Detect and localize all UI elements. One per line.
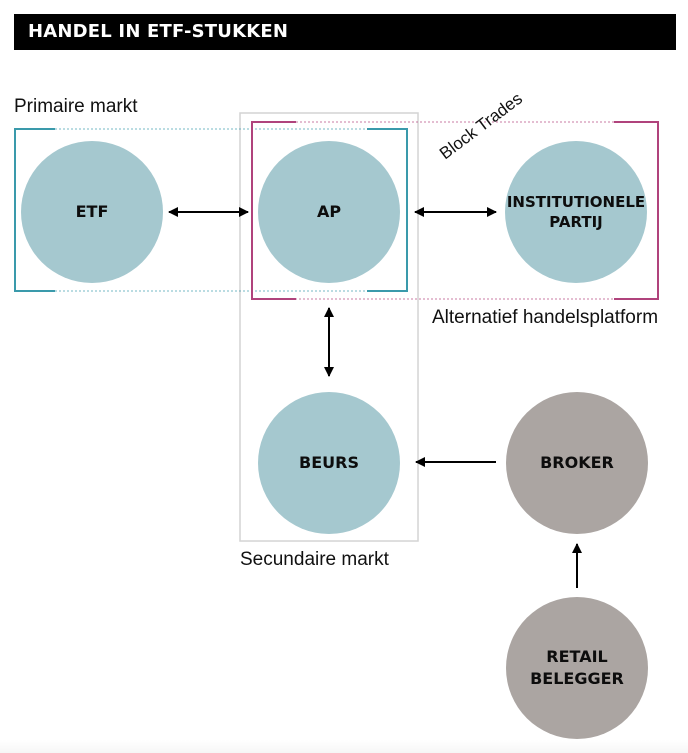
node-institutional-party: INSTITUTIONELE PARTIJ bbox=[505, 141, 647, 283]
alternative-platform-region bbox=[251, 121, 659, 300]
secondary-market-region bbox=[239, 112, 419, 542]
diagram-title: HANDEL IN ETF-STUKKEN bbox=[14, 14, 676, 50]
bottom-edge bbox=[0, 740, 688, 753]
node-retail-investor: RETAIL BELEGGER bbox=[506, 597, 648, 739]
node-ap: AP bbox=[258, 141, 400, 283]
node-etf: ETF bbox=[21, 141, 163, 283]
secondary-market-label: Secundaire markt bbox=[240, 549, 389, 570]
node-broker: BROKER bbox=[506, 392, 648, 534]
node-exchange: BEURS bbox=[258, 392, 400, 534]
alternative-platform-label: Alternatief handelsplatform bbox=[432, 307, 659, 328]
primary-market-region bbox=[14, 128, 408, 292]
primary-market-label: Primaire markt bbox=[14, 96, 138, 117]
